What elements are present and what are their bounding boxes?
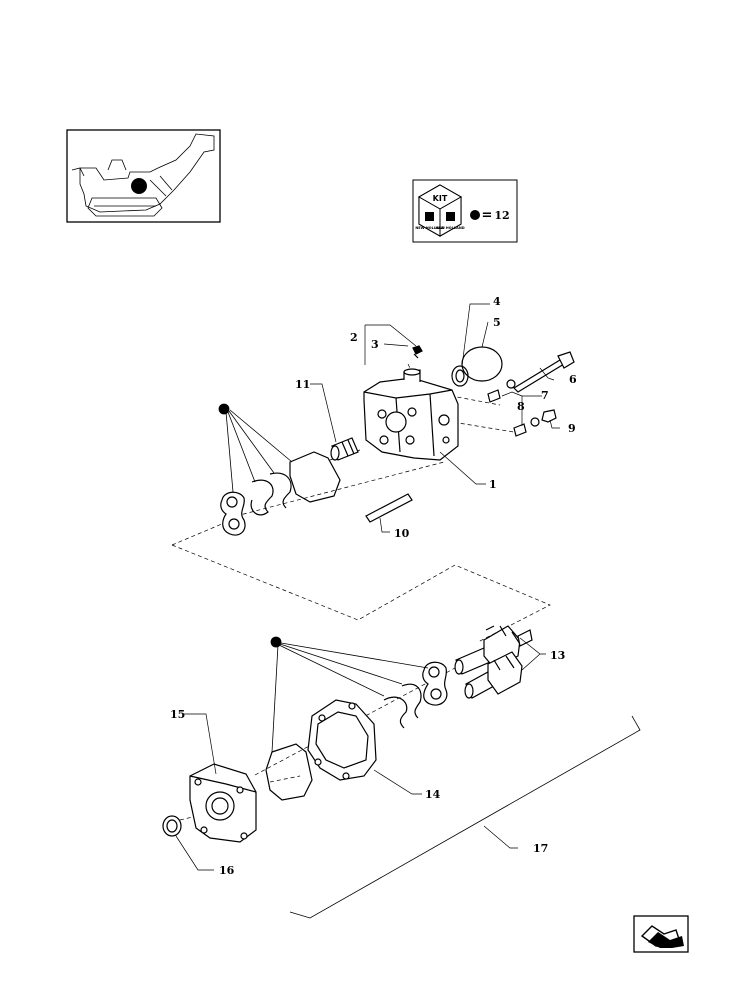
callouts: 2 3 4 5 6 7 8 9 1 11 10 13 15 14 17 16 [170,295,577,877]
next-page-arrow-icon [640,925,684,948]
kit-equals: = [482,208,493,223]
callout-11: 11 [295,378,310,391]
housing-gasket [265,743,313,801]
callout-7: 7 [541,389,549,402]
kit-badge-label: KIT [433,194,448,203]
callout-1: 1 [489,478,497,491]
callout-8: 8 [517,400,525,413]
stud [365,493,413,523]
upper-assembly [220,345,575,536]
machine-thumbnail [66,129,221,223]
callout-2: 2 [350,331,358,344]
kit-bracket [289,715,641,919]
gear-housing [307,699,377,781]
callout-16: 16 [219,864,235,877]
kit-value: 12 [494,209,509,222]
callout-14: 14 [425,788,441,801]
retainer-clip-b [269,472,292,509]
kit-dot [470,210,480,220]
retainer-clip-a [250,479,274,516]
lower-clip-b [401,683,422,719]
dowel-pins [487,389,527,437]
callout-17: 17 [533,842,548,855]
thrust-plate [220,491,246,536]
lower-assembly [162,625,533,843]
grease-fitting [412,345,423,359]
callout-13: 13 [550,649,565,662]
callout-5: 5 [493,316,501,329]
kit-cube-icon: KIT NEW HOLLAND NEW HOLLAND [415,184,465,237]
lower-clip-a [383,696,408,729]
seal-ring [451,365,469,387]
nut-washer [530,409,557,427]
leader-lines [175,303,560,871]
callout-3: 3 [371,338,379,351]
callout-10: 10 [394,527,410,540]
drive-shaft [330,437,359,461]
kit-markers [218,403,429,753]
bolt [506,351,575,393]
brand-left: NEW HOLLAND [415,226,444,230]
callout-4: 4 [493,295,501,308]
end-cover [189,763,257,843]
callout-6: 6 [569,373,577,386]
lower-thrust-plate [422,661,448,706]
callout-9: 9 [568,422,576,435]
shaft-seal [162,815,182,837]
brand-right: NEW HOLLAND [435,226,464,230]
body-gasket [289,451,341,503]
machine-thumbnail-icon [71,133,215,217]
pump-body [363,368,459,461]
o-ring [461,346,503,382]
next-page-button[interactable] [633,915,689,953]
gear-pair [454,625,533,699]
callout-15: 15 [170,708,185,721]
location-dot [131,178,147,194]
kit-legend: KIT NEW HOLLAND NEW HOLLAND = 12 [412,179,518,243]
